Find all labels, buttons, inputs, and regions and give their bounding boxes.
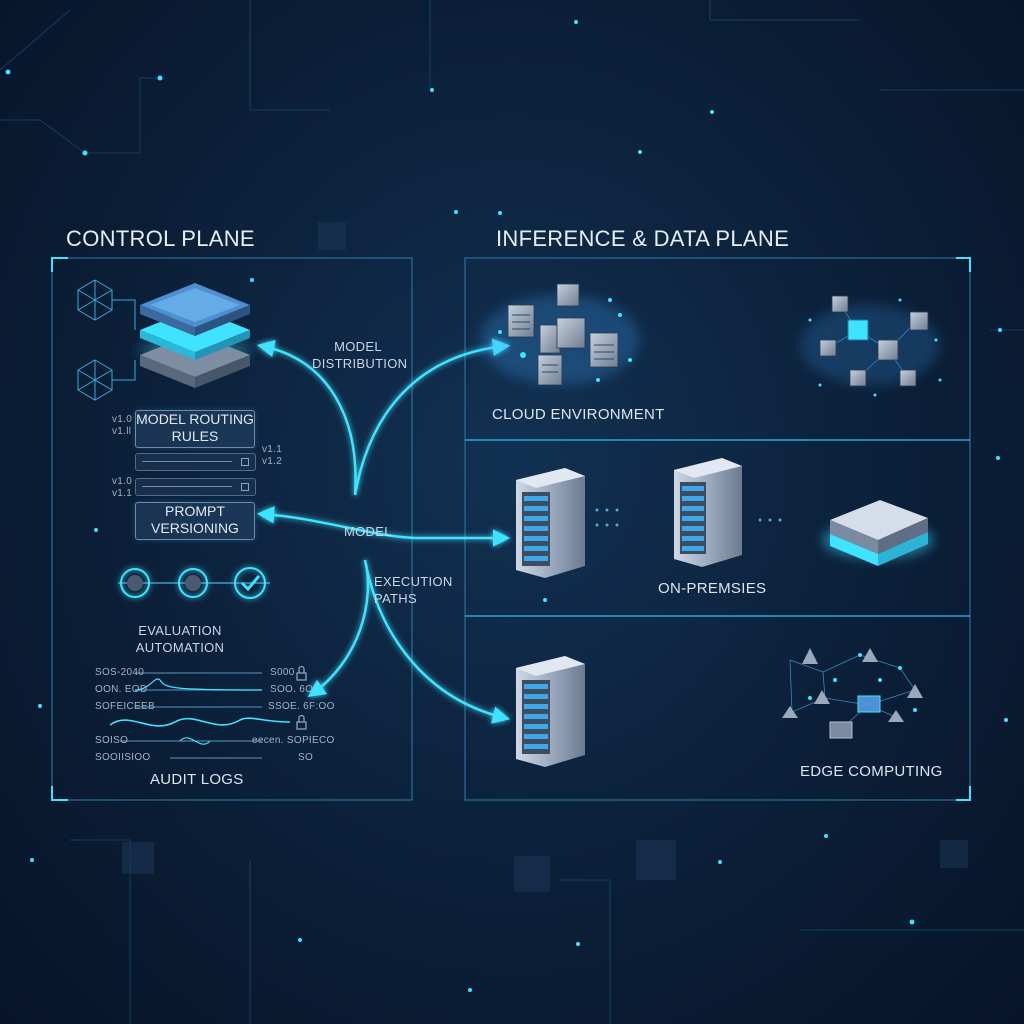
version-label: v1.1 [262,444,283,455]
prompt-versioning-box[interactable]: PROMPT VERSIONING [135,502,255,540]
audit-log-entry: SOFEICEEB [95,701,155,712]
server-rack-icon [516,656,585,767]
distribution-arrow-right [353,338,511,496]
appliance-icon [823,500,933,566]
flow-arrows [256,338,511,724]
version-label: v1.2 [262,456,283,467]
lock-icons [296,665,307,730]
distribution-arrow-left [256,339,357,496]
control-plane-frame [51,257,413,801]
data-plane-frame [464,257,971,801]
cloud-environment-label: CLOUD ENVIRONMENT [492,406,665,423]
execution-paths-label: EXECUTION PATHS [374,574,453,606]
audit-log-entry: SOISO [95,735,129,746]
model-routing-rules-box[interactable]: MODEL ROUTING RULES [135,410,255,448]
audit-log-value: S000 [270,667,295,678]
execution-arrow-right [363,559,511,724]
audit-log-value: SOO. 6O [270,684,314,695]
model-label: MODEL [344,524,392,539]
audit-log-entry: SOS-2040 [95,667,145,678]
server-rack-icon [674,458,742,567]
evaluation-pipeline [118,567,270,599]
routing-version-row [135,453,256,471]
execution-arrow-left [307,559,370,698]
audit-logs-label: AUDIT LOGS [150,771,244,788]
evaluation-automation-label: EVALUATION AUTOMATION [135,623,225,655]
data-plane-title: INFERENCE & DATA PLANE [496,226,790,251]
audit-log-value: SO [298,752,314,763]
connector-dots [595,508,782,527]
audit-log-graph [109,672,291,759]
edge-network-icon [782,648,923,739]
edge-computing-label: EDGE COMPUTING [800,763,943,780]
layer-stack-icon [135,283,255,388]
server-rack-icon [516,468,585,578]
version-label: v1.0 [112,476,133,487]
frame-corners [51,257,971,801]
prompt-versioning-label: PROMPT VERSIONING [151,503,239,536]
model-arrow-left [256,506,416,540]
audit-log-value: eecen. SOPIECO [252,735,335,746]
model-routing-rules-label: MODEL ROUTING RULES [136,411,254,444]
model-distribution-label: MODEL DISTRIBUTION [312,339,408,371]
version-label: v1.ll [112,426,132,437]
cloud-network-icon [800,295,942,397]
audit-log-entry: OON. EOD [95,684,148,695]
prompt-version-row [135,478,256,496]
cloud-cube [507,283,619,386]
cloud-cluster-icon [480,283,640,386]
audit-log-value: SSOE. 6F:OO [268,701,335,712]
background-squares [122,222,968,892]
version-label: v1.0 [112,414,133,425]
version-label: v1.1 [112,488,133,499]
on-premises-label: ON-PREMSIES [658,580,767,597]
control-plane-title: CONTROL PLANE [66,226,255,251]
network-hex-icon [77,279,136,401]
audit-log-entry: SOOIISIOO [95,752,151,763]
background-dots [5,20,1008,992]
